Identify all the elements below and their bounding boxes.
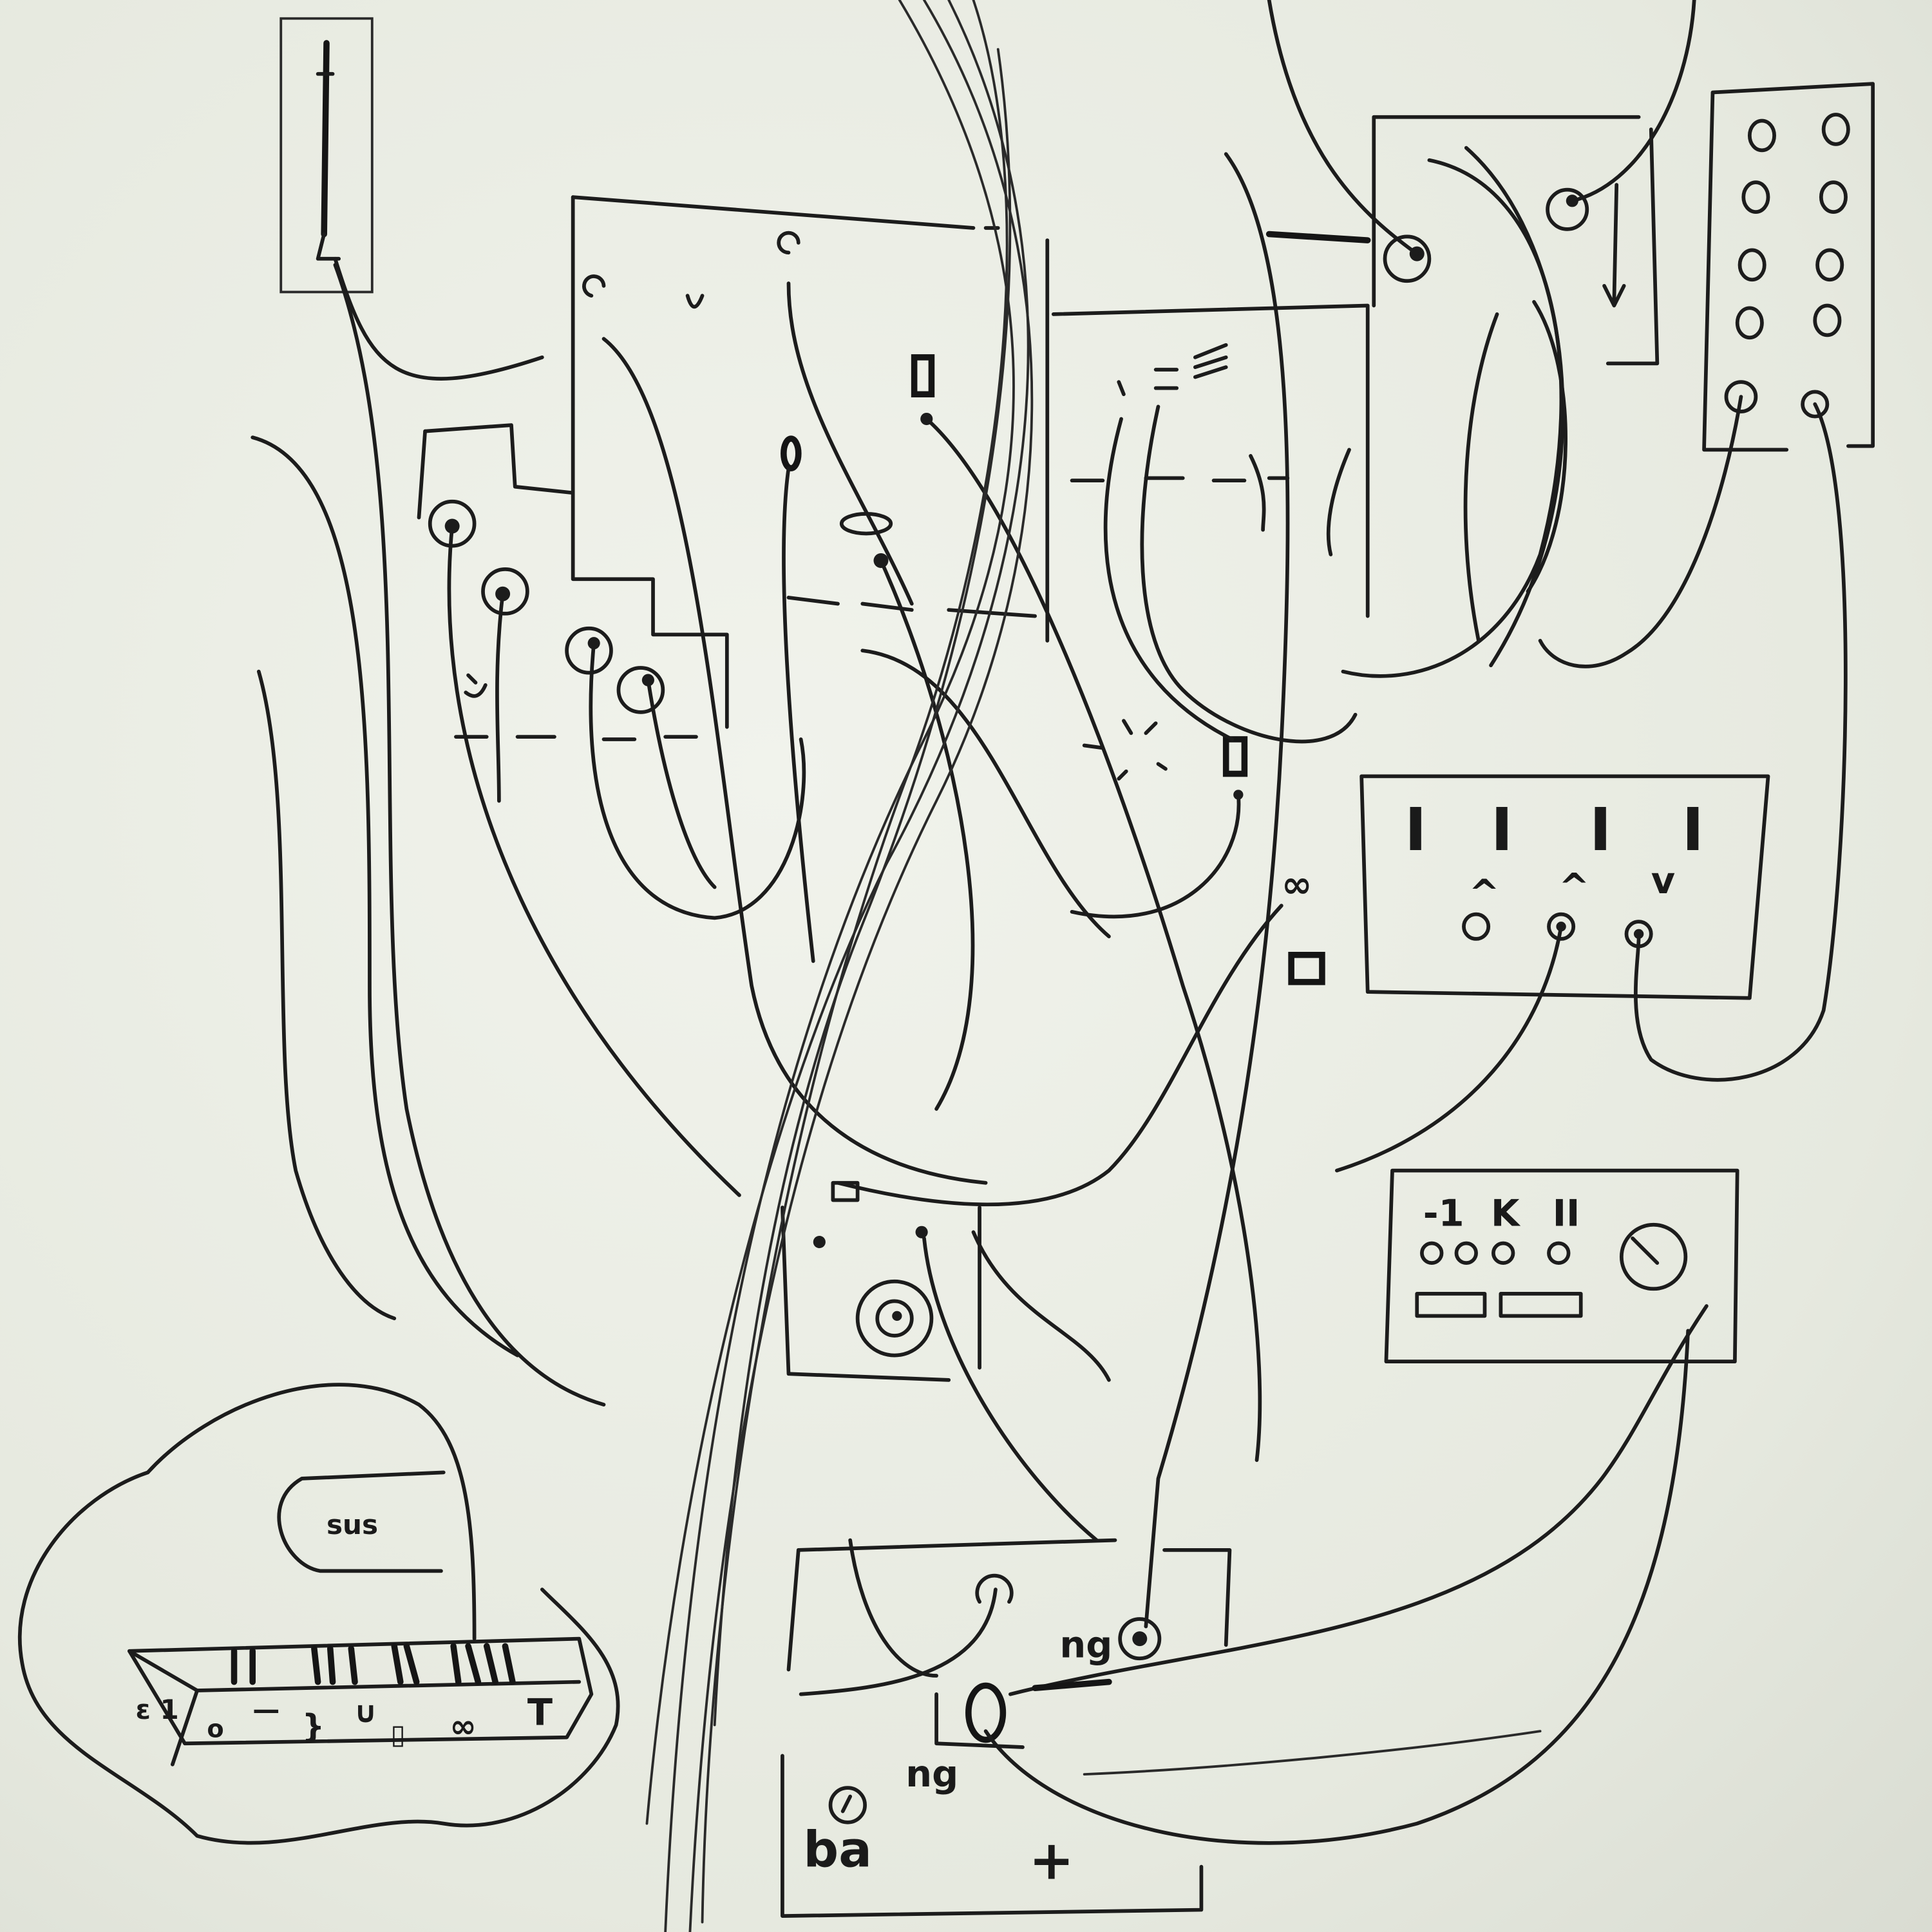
keyboard: sus ε 1 o — } ∪ ▯ ∞ T [17,1383,620,1845]
arrow-symbol: ^ [1558,866,1589,909]
knob-label: ba [803,1822,871,1879]
keyboard-symbol: ▯ [391,1718,406,1750]
long-cables [645,0,1034,1932]
main-panel [417,195,1370,741]
plus-mark: + [1029,1829,1075,1892]
mixer-symbol: K [1491,1192,1521,1235]
keyboard-symbol: ∪ [354,1695,377,1730]
mixer-module: -1 K II [1384,1168,1739,1364]
center-lower-module [781,1180,981,1382]
keyboard-symbol: ∞ [450,1708,476,1745]
mixer-symbol: II [1553,1192,1580,1235]
right-fader-module: I I I I ^ ^ v ∞ [1282,774,1770,1000]
keyboard-symbol: } [302,1708,325,1745]
infinity-mark: ∞ [1282,863,1312,906]
cable-plug-box [279,17,374,294]
top-right-modules [1265,82,1875,452]
jack-grid [1724,113,1850,419]
bottom-module: ng ng ba + [781,1538,1232,1918]
jack-label-lower: ng [905,1752,958,1795]
keyboard-display-label: sus [327,1509,378,1540]
mixer-symbol: -1 [1423,1192,1464,1235]
main-panel-jacks [428,231,1248,800]
keyboard-symbol: — [252,1694,279,1725]
fader-symbol: I [1589,795,1611,864]
patch-cables [251,0,1848,1696]
fader-symbol: I [1491,795,1513,864]
arrow-symbol: v [1651,859,1675,902]
keyboard-symbol: o [207,1715,223,1744]
cable-bundle [983,1304,1709,1845]
arrow-symbol: ^ [1469,871,1500,914]
fader-symbol: I [1405,795,1426,864]
keyboard-keys [231,1643,516,1685]
keyboard-symbol: T [527,1691,553,1734]
fader-symbol: I [1682,795,1704,864]
jack-label-upper: ng [1059,1623,1112,1666]
keyboard-symbol: ε 1 [135,1694,178,1725]
